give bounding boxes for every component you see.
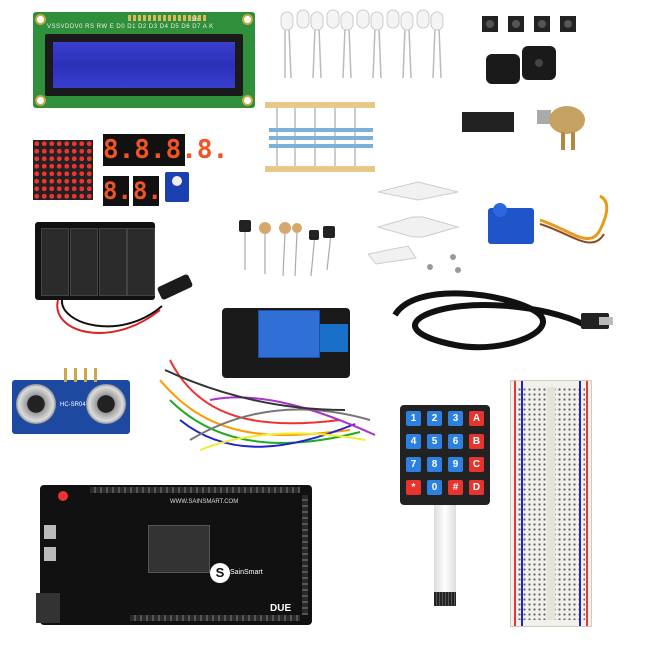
microcontroller-chip	[148, 525, 210, 573]
sensor-components	[239, 220, 335, 277]
micro-servo	[488, 194, 609, 244]
keypad-key[interactable]: 5	[427, 434, 442, 449]
sensor-pins	[64, 368, 97, 382]
push-buttons	[482, 16, 576, 32]
led-dot-matrix	[33, 140, 93, 200]
keypad-key[interactable]: 6	[448, 434, 463, 449]
keypad-key[interactable]: C	[469, 457, 484, 472]
breadboard	[510, 380, 592, 627]
mount-hole	[242, 14, 253, 25]
mount-hole	[35, 14, 46, 25]
board-url: WWW.SAINSMART.COM	[170, 499, 239, 505]
ic-chip	[462, 112, 514, 132]
relay-block	[258, 310, 320, 358]
keypad-key[interactable]: 4	[406, 434, 421, 449]
lcd-header-pins	[128, 15, 208, 21]
side-header	[302, 495, 308, 615]
single-digit-display: 8.	[103, 176, 132, 206]
battery-holder	[35, 222, 155, 300]
buzzers	[486, 46, 556, 84]
relay-module	[222, 308, 350, 378]
keypad-key[interactable]: 9	[448, 457, 463, 472]
top-header	[90, 487, 300, 493]
lcd-screen	[45, 34, 243, 96]
power-jack	[36, 593, 60, 623]
usb-cable	[392, 290, 613, 351]
keypad-key[interactable]: 8	[427, 457, 442, 472]
keypad-key[interactable]: 7	[406, 457, 421, 472]
keypad-key[interactable]: D	[469, 480, 484, 495]
keypad-key[interactable]: 1	[406, 411, 421, 426]
single-digit-display: 8.	[133, 176, 162, 206]
usb-port	[44, 547, 56, 561]
board-model: DUE	[270, 603, 292, 614]
brand-logo: S	[210, 563, 230, 583]
bottom-header	[130, 615, 300, 621]
screw-terminal	[320, 324, 348, 352]
keypad-key[interactable]: B	[469, 434, 484, 449]
rgb-led-module	[165, 172, 189, 202]
membrane-keypad: 1 2 3 A 4 5 6 B 7 8 9 C * 0 # D	[400, 405, 490, 505]
keypad-key[interactable]: #	[448, 480, 463, 495]
keypad-key[interactable]: A	[469, 411, 484, 426]
ultrasonic-sensor: HC-SR04	[12, 380, 130, 434]
keypad-key[interactable]: 0	[427, 480, 442, 495]
resistor-strips	[265, 102, 375, 172]
keypad-key[interactable]: *	[406, 480, 421, 495]
jumper-wires	[159, 359, 376, 451]
brand-name: SainSmart	[230, 569, 263, 576]
lcd-pin-label: VSSVDDV0 RS RW E D0 D1 D2 D3 D4 D5 D6 D7…	[47, 24, 214, 30]
servo-horns	[368, 181, 461, 273]
reset-button[interactable]	[58, 491, 68, 501]
led-bundle	[280, 9, 444, 79]
keypad-ribbon-cable	[434, 505, 456, 605]
ribbon-connector	[434, 592, 456, 606]
four-digit-display: 8.8.8.8.	[103, 134, 229, 166]
keypad-key[interactable]: 2	[427, 411, 442, 426]
keypad-key[interactable]: 3	[448, 411, 463, 426]
usb-port	[44, 525, 56, 539]
mount-hole	[35, 95, 46, 106]
sainsmart-due-board: WWW.SAINSMART.COM S SainSmart DUE	[36, 485, 312, 625]
mount-hole	[242, 95, 253, 106]
lcd-1602-module: VSSVDDV0 RS RW E D0 D1 D2 D3 D4 D5 D6 D7…	[33, 12, 255, 108]
sensor-label: HC-SR04	[60, 402, 86, 408]
lcd-pin-number: 16	[191, 17, 199, 23]
potentiometer	[537, 106, 585, 150]
battery-cable	[56, 274, 193, 334]
